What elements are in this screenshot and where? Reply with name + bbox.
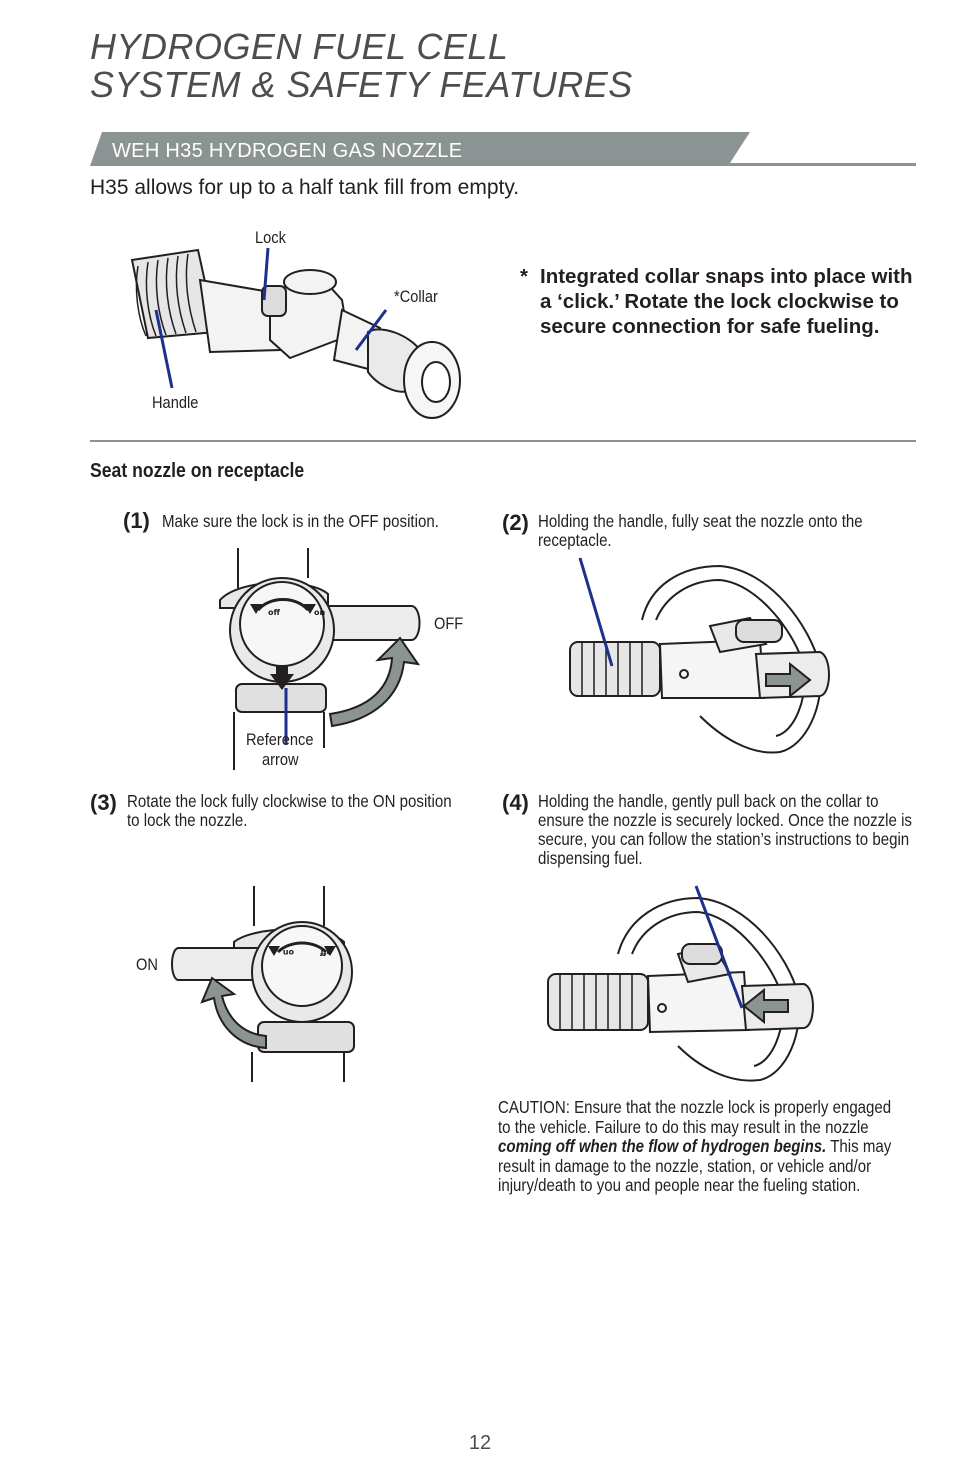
- on-label: ON: [136, 955, 158, 974]
- caution-emphasis: coming off when the flow of hydrogen beg…: [498, 1136, 827, 1156]
- handle-label: Handle: [152, 393, 199, 412]
- page-number: 12: [468, 1432, 492, 1454]
- step-3-illustration: on off: [171, 886, 355, 1082]
- section-divider: [90, 440, 916, 442]
- step-2-text: Holding the handle, fully seat the nozzl…: [538, 511, 863, 550]
- knob-on-text: on: [283, 948, 294, 957]
- knob-off-text: off: [320, 948, 332, 957]
- subhead: Seat nozzle on receptacle: [90, 460, 305, 482]
- step-2-illustration: [569, 557, 830, 754]
- step-4-text: Holding the handle, gently pull back on …: [538, 791, 912, 868]
- section-label: WEH H35 HYDROGEN GAS NOZZLE: [112, 140, 463, 162]
- caution-prefix: CAUTION: Ensure that the nozzle lock is …: [498, 1097, 892, 1137]
- step-3-text: Rotate the lock fully clockwise to the O…: [127, 791, 452, 830]
- off-label: OFF: [434, 614, 464, 633]
- reference-label-1: Reference: [246, 730, 314, 749]
- collar-note: * Integrated collar snaps into place wit…: [520, 264, 920, 339]
- caution-suffix: This may result in damage to the nozzle,…: [498, 1136, 892, 1195]
- page-title: HYDROGEN FUEL CELL SYSTEM & SAFETY FEATU…: [90, 28, 633, 104]
- page-title-line-2: SYSTEM & SAFETY FEATURES: [90, 64, 633, 105]
- lock-label: Lock: [255, 228, 286, 247]
- step-1-number: (1): [123, 508, 150, 533]
- reference-label-2: arrow: [262, 750, 299, 769]
- intro-text: H35 allows for up to a half tank fill fr…: [90, 176, 520, 199]
- step-1-text: Make sure the lock is in the OFF positio…: [162, 511, 439, 531]
- nozzle-diagram: [130, 247, 461, 419]
- step-3-number: (3): [90, 790, 117, 815]
- knob-on-text: on: [314, 608, 325, 617]
- step-2-number: (2): [502, 510, 529, 535]
- note-text: Integrated collar snaps into place with …: [540, 265, 913, 338]
- note-asterisk: *: [520, 265, 528, 288]
- step-1-illustration: off on: [219, 548, 421, 770]
- collar-label: *Collar: [394, 287, 438, 306]
- page-title-line-1: HYDROGEN FUEL CELL: [90, 26, 509, 67]
- caution-text: CAUTION: Ensure that the nozzle lock is …: [498, 1097, 902, 1196]
- step-4-number: (4): [502, 790, 529, 815]
- step-4-illustration: [547, 885, 814, 1082]
- section-banner: [90, 132, 916, 166]
- knob-off-text: off: [268, 608, 280, 617]
